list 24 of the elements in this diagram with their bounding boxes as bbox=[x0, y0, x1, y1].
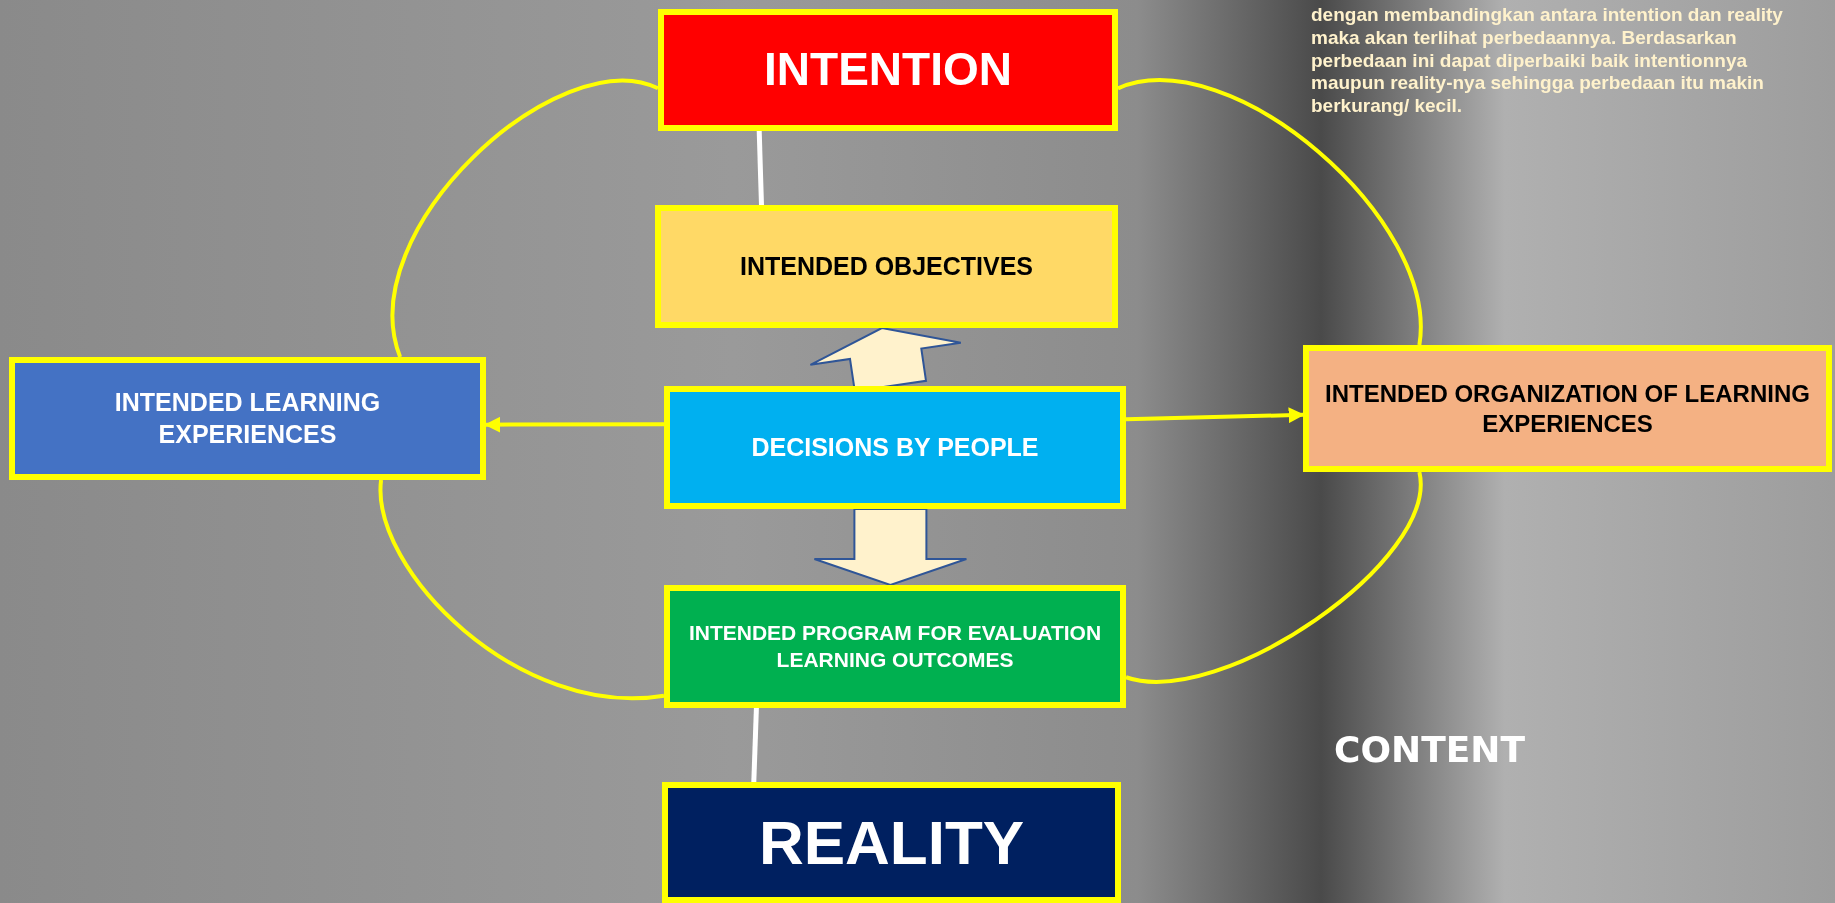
connector-line bbox=[751, 707, 759, 783]
box-label: DECISIONS BY PEOPLE bbox=[751, 431, 1039, 463]
section-label: CONTENT bbox=[1334, 728, 1525, 772]
connector-line bbox=[756, 130, 764, 206]
process-box bbox=[664, 585, 1126, 708]
title-box bbox=[658, 9, 1118, 131]
box-label: INTENTION bbox=[764, 42, 1012, 98]
curved-connector bbox=[1117, 78, 1422, 346]
box-label: INTENDED PROGRAM FOR EVALUATION LEARNING OUTCOMES bbox=[687, 620, 1103, 673]
box-label: INTENDED OBJECTIVES bbox=[739, 250, 1034, 282]
note-text: dengan membandingkan antara intention dan reality maka akan terlihat perbedaannya. Berdasarkan perbedaan ini dapat diperbaiki baik intentionnya maupun reality-nya sehingga perbedaan itu makin berkurang/ kecil. bbox=[1311, 4, 1784, 118]
process-box bbox=[9, 357, 486, 480]
process-box bbox=[655, 205, 1118, 328]
box-label: INTENDED LEARNING EXPERIENCES bbox=[113, 387, 382, 450]
arrow bbox=[1125, 407, 1305, 424]
curved-connector bbox=[391, 79, 659, 358]
box-label: REALITY bbox=[758, 806, 1025, 879]
curved-connector bbox=[379, 479, 665, 701]
title-box bbox=[662, 782, 1121, 903]
process-box bbox=[664, 386, 1126, 509]
block-arrow bbox=[813, 508, 968, 587]
box-label: INTENDED ORGANIZATION OF LEARNING EXPERIENCES bbox=[1324, 378, 1811, 439]
process-box bbox=[1303, 345, 1832, 472]
curved-connector bbox=[1125, 471, 1422, 684]
